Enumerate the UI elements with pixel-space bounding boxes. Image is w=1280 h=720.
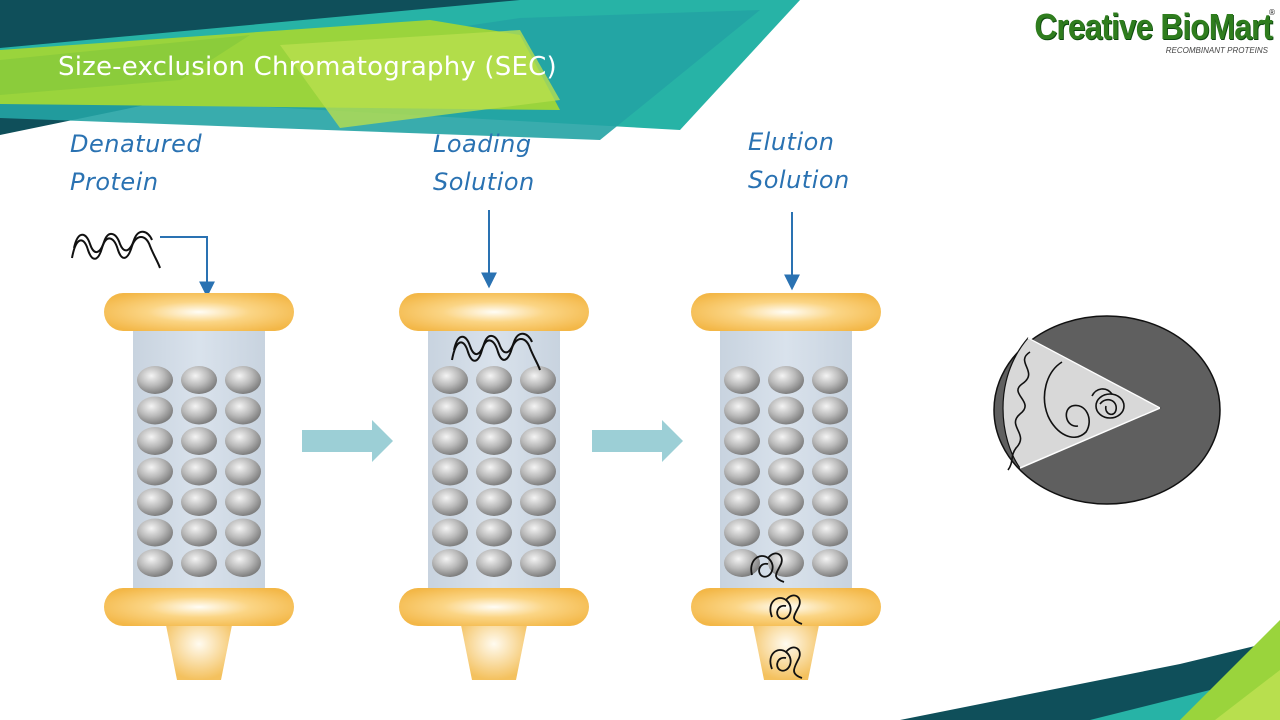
column-outlet-tip <box>460 620 528 680</box>
resin-bead <box>432 549 468 577</box>
resin-bead <box>520 427 556 455</box>
resin-bead <box>724 366 760 394</box>
resin-bead <box>520 457 556 486</box>
resin-bead <box>225 518 261 547</box>
unfolded-protein-icon <box>71 230 161 269</box>
page-title: Size-exclusion Chromatography (SEC) <box>58 52 557 82</box>
resin-bead <box>181 396 217 425</box>
label-elution-solution: Elution Solution <box>748 123 850 199</box>
resin-bead <box>768 457 804 486</box>
resin-bead <box>225 549 261 577</box>
resin-bead <box>476 549 512 577</box>
resin-bead <box>520 488 556 516</box>
bead-pore-detail-icon <box>993 315 1221 505</box>
resin-bead <box>520 518 556 547</box>
resin-bead <box>724 457 760 486</box>
resin-bead <box>724 396 760 425</box>
resin-bead <box>181 518 217 547</box>
resin-bead <box>181 549 217 577</box>
resin-bead <box>181 457 217 486</box>
resin-bead <box>432 427 468 455</box>
resin-bead <box>476 366 512 394</box>
logo-registered-mark: ® <box>1268 8 1276 17</box>
column-outlet-tip <box>165 620 233 680</box>
column-top-cap <box>104 293 294 331</box>
resin-bead <box>476 488 512 516</box>
resin-bead <box>181 488 217 516</box>
resin-bead <box>812 518 848 547</box>
refolded-protein-icon <box>750 552 803 679</box>
resin-bead <box>812 427 848 455</box>
resin-bead <box>520 396 556 425</box>
process-arrow-2 <box>592 420 683 462</box>
resin-bead <box>137 366 173 394</box>
resin-bead <box>812 549 848 577</box>
column-top-cap <box>691 293 881 331</box>
resin-bead <box>137 518 173 547</box>
label-loading-solution: Loading Solution <box>433 125 535 201</box>
column-bottom-cap <box>104 588 294 626</box>
label-denatured-protein: Denatured Protein <box>70 125 202 201</box>
label-line: Protein <box>70 168 159 196</box>
resin-bead <box>768 518 804 547</box>
resin-bead <box>768 488 804 516</box>
logo-name: Creative BioMart <box>1034 6 1273 47</box>
resin-bead <box>432 457 468 486</box>
resin-bead <box>812 396 848 425</box>
column-1 <box>104 293 294 680</box>
column-2 <box>399 293 589 680</box>
resin-bead <box>724 488 760 516</box>
label-line: Solution <box>433 168 535 196</box>
resin-bead <box>137 396 173 425</box>
column-3 <box>691 293 881 680</box>
feed-arrow-denatured <box>160 236 215 298</box>
resin-bead <box>476 427 512 455</box>
resin-bead <box>812 488 848 516</box>
resin-bead <box>225 488 261 516</box>
resin-bead <box>137 549 173 577</box>
resin-bead <box>181 366 217 394</box>
resin-bead <box>812 457 848 486</box>
resin-bead <box>225 457 261 486</box>
label-line: Denatured <box>70 130 203 158</box>
resin-bead <box>432 518 468 547</box>
resin-bead <box>768 396 804 425</box>
resin-bead <box>476 396 512 425</box>
resin-bead <box>137 427 173 455</box>
resin-bead <box>520 549 556 577</box>
footer-accent <box>900 620 1280 720</box>
company-logo: Creative BioMart RECOMBINANT PROTEINS ® <box>1002 6 1276 55</box>
column-outlet-tip <box>752 620 820 680</box>
resin-bead <box>768 427 804 455</box>
process-arrow-1 <box>302 420 393 462</box>
resin-bead <box>225 396 261 425</box>
label-line: Solution <box>748 166 850 194</box>
resin-bead <box>724 427 760 455</box>
resin-bead <box>476 457 512 486</box>
column-bottom-cap <box>399 588 589 626</box>
resin-bead <box>768 366 804 394</box>
resin-bead <box>225 427 261 455</box>
resin-bead <box>225 366 261 394</box>
resin-bead <box>520 366 556 394</box>
header-banner <box>0 0 800 140</box>
resin-bead <box>812 366 848 394</box>
label-line: Elution <box>748 128 835 156</box>
resin-bead <box>724 549 760 577</box>
resin-bead <box>137 488 173 516</box>
resin-bead <box>181 427 217 455</box>
loading-protein-icon <box>451 332 541 371</box>
resin-bead <box>137 457 173 486</box>
resin-bead <box>476 518 512 547</box>
resin-bead <box>432 488 468 516</box>
resin-bead <box>432 396 468 425</box>
logo-tagline: RECOMBINANT PROTEINS <box>1165 46 1268 55</box>
label-line: Loading <box>433 130 532 158</box>
resin-bead <box>432 366 468 394</box>
resin-bead <box>724 518 760 547</box>
column-top-cap <box>399 293 589 331</box>
column-bottom-cap <box>691 588 881 626</box>
